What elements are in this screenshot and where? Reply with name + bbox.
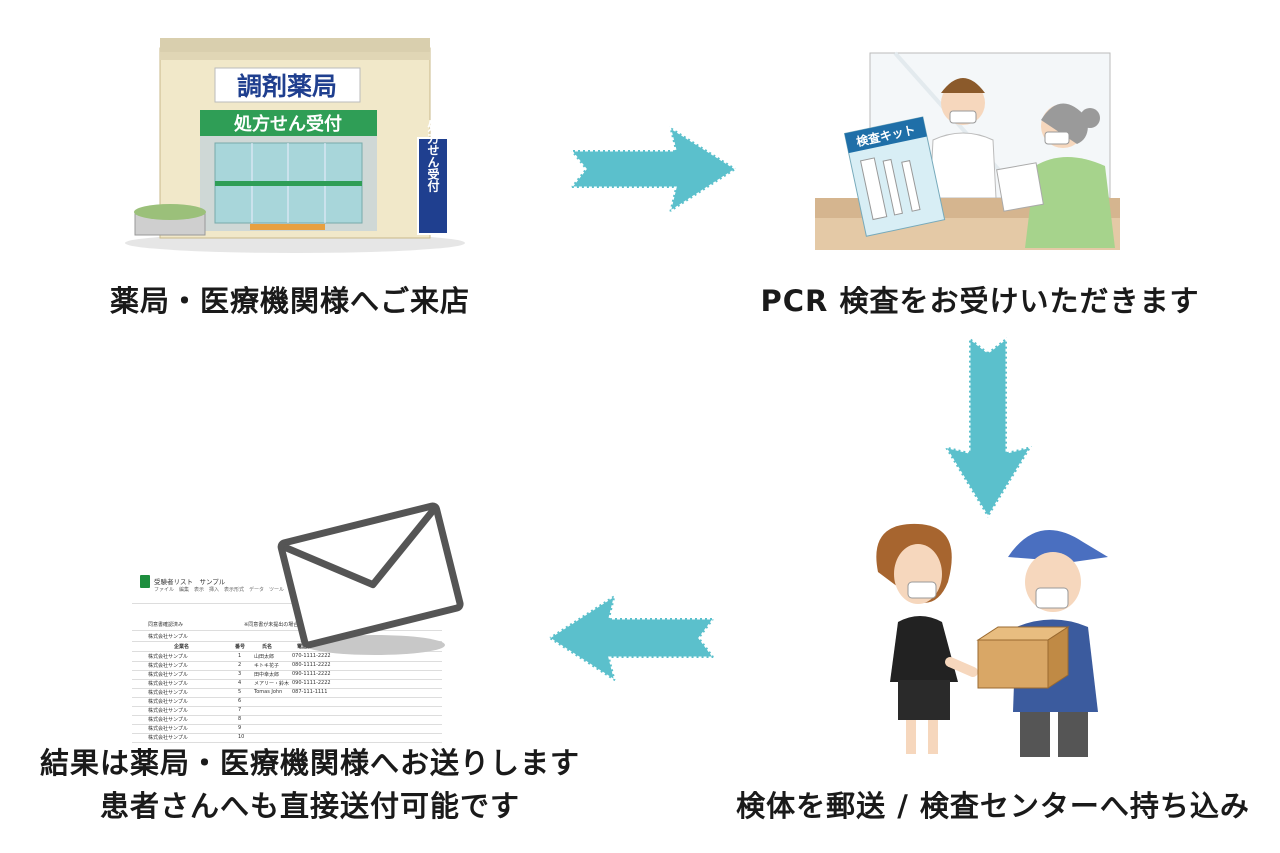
company-row: 株式会社サンプル bbox=[132, 632, 442, 642]
table-row: 株式会社サンプル 6 bbox=[132, 697, 442, 707]
table-row: 株式会社サンプル 1 山田太郎 070-1111-2222 bbox=[132, 652, 442, 662]
envelope-icon bbox=[277, 502, 464, 655]
arrow-down-icon bbox=[940, 333, 1036, 521]
pharmacy-illustration: 調剤薬局 処方せん受付 処方せん受付 bbox=[125, 38, 465, 253]
cell-number: 4 bbox=[238, 680, 242, 686]
cell-number: 6 bbox=[238, 698, 242, 704]
table-row: 株式会社サンプル 2 キトキ花子 080-1111-2222 bbox=[132, 661, 442, 671]
cell-company: 株式会社サンプル bbox=[148, 708, 188, 714]
cell-number: 8 bbox=[238, 716, 242, 722]
step-1-label: 薬局・医療機関様へご来店 bbox=[109, 284, 470, 318]
table-row: 株式会社サンプル 7 bbox=[132, 706, 442, 716]
pcr-test-illustration: 検査キット bbox=[815, 51, 1120, 250]
arrow-right-icon bbox=[566, 122, 740, 217]
spreadsheet-menu: ファイル 編集 表示 挿入 表示形式 データ ツール アドオン ヘルプ bbox=[154, 587, 330, 593]
cell-phone: 080-1111-2222 bbox=[292, 662, 331, 668]
cell-company: 株式会社サンプル bbox=[148, 717, 188, 723]
step-4-label-line2: 患者さんへも直接送付可能です bbox=[99, 789, 520, 823]
cell-number: 1 bbox=[238, 653, 242, 659]
table-row: 株式会社サンプル 8 bbox=[132, 715, 442, 725]
arrow-left-icon bbox=[545, 590, 718, 686]
cell-company: 株式会社サンプル bbox=[148, 663, 188, 669]
header-company: 企業名 bbox=[174, 644, 190, 650]
cell-number: 10 bbox=[238, 734, 245, 740]
cell-phone: 087-111-1111 bbox=[292, 689, 328, 695]
delivery-illustration bbox=[876, 523, 1108, 757]
cell-company: 株式会社サンプル bbox=[148, 681, 188, 687]
pharmacy-sign: 調剤薬局 bbox=[237, 72, 337, 101]
cell-company: 株式会社サンプル bbox=[148, 654, 188, 660]
header-name: 氏名 bbox=[262, 644, 273, 650]
cell-number: 5 bbox=[238, 689, 242, 695]
cell-name: 田中幸太郎 bbox=[254, 672, 280, 678]
step-2-label: PCR 検査をお受けいただきます bbox=[760, 284, 1200, 318]
step-4-label-line1: 結果は薬局・医療機関様へお送りします bbox=[39, 746, 580, 780]
table-row: 株式会社サンプル 9 bbox=[132, 724, 442, 734]
cell-company: 株式会社サンプル bbox=[148, 735, 188, 741]
spreadsheet-toolbar bbox=[132, 595, 442, 604]
cell-company: 株式会社サンプル bbox=[148, 690, 188, 696]
cell-name: メアリー・鈴木 bbox=[254, 681, 290, 687]
table-row: 株式会社サンプル 4 メアリー・鈴木 090-1111-2222 bbox=[132, 679, 442, 689]
cell-number: 2 bbox=[238, 662, 242, 668]
header-note: 同意書確認済み bbox=[148, 622, 184, 628]
table-row: 株式会社サンプル 3 田中幸太郎 090-1111-2222 bbox=[132, 670, 442, 680]
cell-phone: 070-1111-2222 bbox=[292, 653, 331, 659]
cell-name: 山田太郎 bbox=[254, 654, 275, 660]
cell-name: Tomas John bbox=[254, 689, 283, 695]
table-row: 株式会社サンプル 5 Tomas John 087-111-1111 bbox=[132, 688, 442, 698]
step-3-label: 検体を郵送 / 検査センターへ持ち込み bbox=[736, 789, 1250, 823]
cell-number: 9 bbox=[238, 725, 242, 731]
cell-number: 7 bbox=[238, 707, 242, 713]
cell-company: 株式会社サンプル bbox=[148, 672, 188, 678]
company-label: 株式会社サンプル bbox=[148, 634, 188, 640]
pharmacy-vertical-sign: 処方せん受付 bbox=[426, 119, 440, 193]
cell-company: 株式会社サンプル bbox=[148, 726, 188, 732]
spreadsheet-title: 受験者リスト サンプル bbox=[154, 578, 226, 586]
notice-text: ※同意書が未提出の場合は bbox=[244, 622, 304, 628]
cell-company: 株式会社サンプル bbox=[148, 699, 188, 705]
table-row: 株式会社サンプル 10 bbox=[132, 733, 442, 743]
cell-name: キトキ花子 bbox=[254, 663, 280, 669]
cell-phone: 090-1111-2222 bbox=[292, 680, 331, 686]
header-number: 番号 bbox=[235, 644, 246, 650]
cell-phone: 090-1111-2222 bbox=[292, 671, 331, 677]
pharmacy-banner: 処方せん受付 bbox=[234, 113, 342, 135]
cell-number: 3 bbox=[238, 671, 242, 677]
sheets-logo-icon bbox=[140, 575, 150, 588]
spreadsheet-note-row: 同意書確認済み ※同意書が未提出の場合は bbox=[132, 618, 442, 631]
